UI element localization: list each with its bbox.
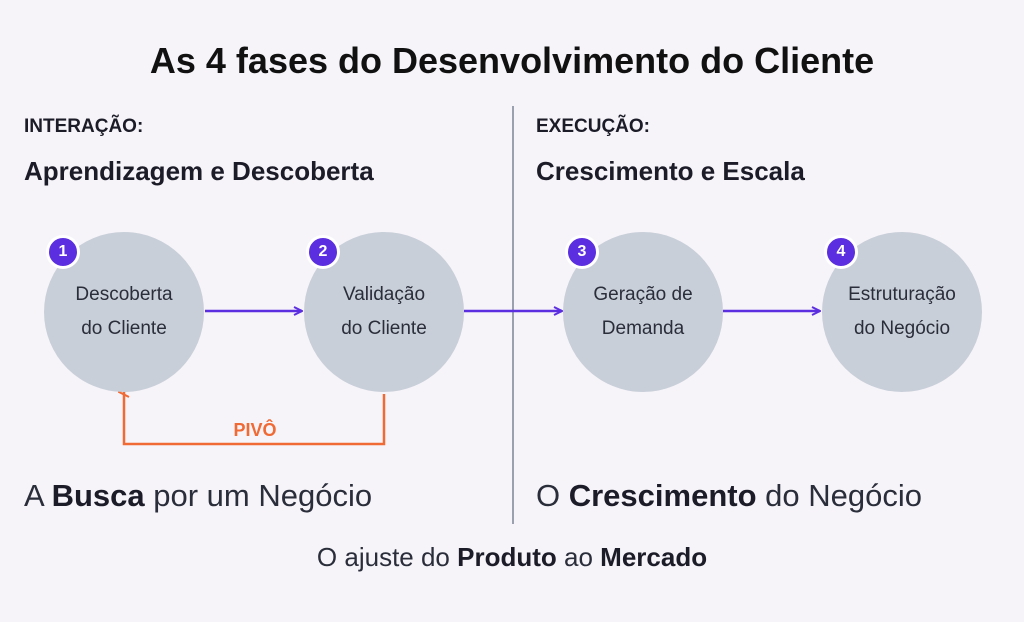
left-phrase-suffix: por um Negócio	[144, 478, 373, 513]
phase-3-label: Geração de Demanda	[568, 278, 718, 346]
phase-1-line1: Descoberta	[75, 284, 173, 305]
bottom-middle: ao	[556, 542, 601, 572]
phase-2-line2: do Cliente	[341, 318, 427, 339]
right-footer-phrase: O Crescimento do Negócio	[536, 478, 922, 514]
left-section-label: INTERAÇÃO:	[24, 116, 144, 137]
phase-1-line2: do Cliente	[81, 318, 167, 339]
phase-1-label: Descoberta do Cliente	[49, 278, 199, 346]
phase-4-label: Estruturação do Negócio	[827, 278, 977, 346]
diagram-title: As 4 fases do Desenvolvimento do Cliente	[149, 40, 875, 81]
pivot-label: PIVÔ	[233, 420, 277, 440]
left-phrase-prefix: A	[24, 478, 52, 513]
phase-3-line2: Demanda	[601, 318, 685, 339]
right-section-title: Crescimento e Escala	[536, 156, 805, 186]
phase-4-line1: Estruturação	[848, 284, 956, 305]
phase-2-line1: Validação	[342, 284, 426, 305]
bottom-bold-market: Mercado	[600, 542, 708, 572]
phase-4-circle: Estruturação do Negócio	[822, 232, 982, 392]
left-footer-phrase: A Busca por um Negócio	[24, 478, 372, 514]
phase-2-badge: 2	[306, 235, 340, 269]
bottom-prefix: O ajuste do	[316, 542, 458, 572]
right-phrase-prefix: O	[536, 478, 569, 513]
right-phrase-suffix: do Negócio	[756, 478, 922, 513]
phase-2-label: Validação do Cliente	[309, 278, 459, 346]
phase-3-line1: Geração de	[593, 284, 693, 305]
bottom-bold-product: Produto	[457, 542, 557, 572]
left-section-title: Aprendizagem e Descoberta	[24, 156, 374, 186]
phase-4-badge: 4	[824, 235, 858, 269]
pivot-loop-arrow	[124, 392, 386, 446]
right-section-label: EXECUÇÃO:	[536, 116, 651, 137]
product-market-fit-caption: O ajuste do Produto ao Mercado	[0, 542, 1024, 573]
right-phrase-bold: Crescimento	[568, 478, 757, 513]
left-phrase-bold: Busca	[51, 478, 145, 513]
phase-4-line2: do Negócio	[853, 318, 951, 339]
phase-1-badge: 1	[46, 235, 80, 269]
section-divider	[512, 106, 514, 524]
phase-3-badge: 3	[565, 235, 599, 269]
